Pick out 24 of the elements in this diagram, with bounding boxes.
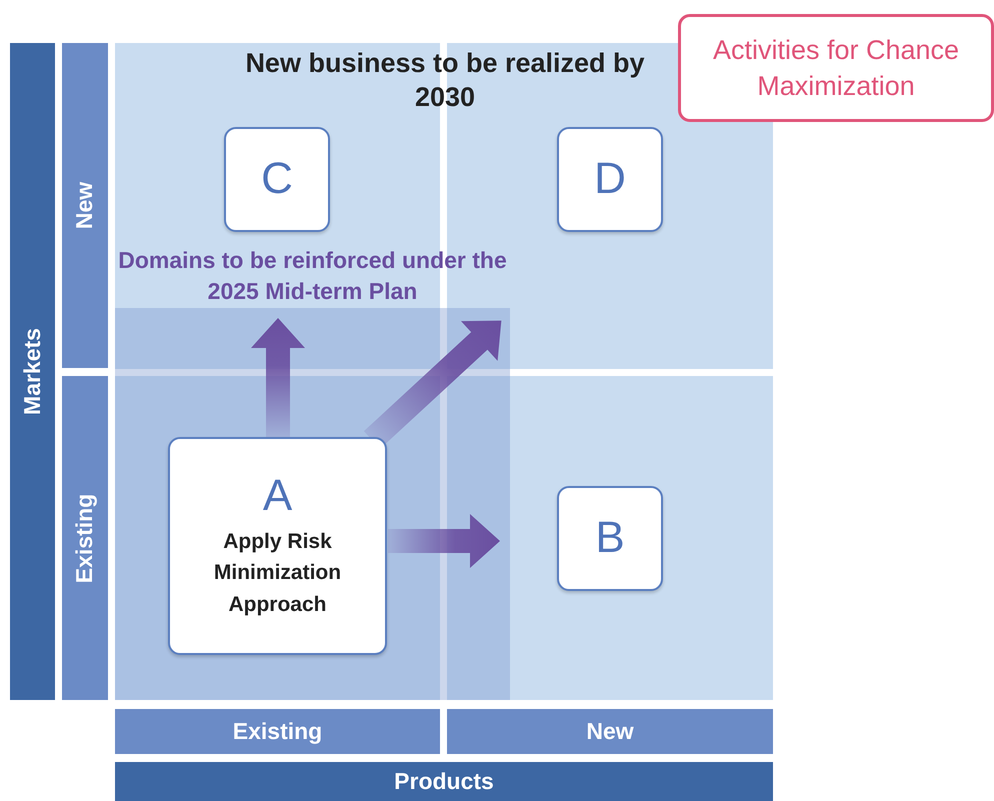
box-text: Apply Risk Minimization Approach (212, 528, 342, 618)
axis-label: Products (394, 768, 494, 795)
axis-bar (10, 43, 55, 700)
axis-label: Markets (19, 328, 46, 415)
axis-label: Existing (232, 718, 322, 745)
title: New business to be realized by 2030 (244, 47, 646, 114)
axis-bar (115, 762, 773, 801)
axis-bar (62, 376, 108, 700)
callout-box: Activities for Chance Maximization (678, 14, 994, 122)
axis-label: New (586, 718, 634, 745)
quadrant-box (557, 127, 663, 232)
quadrant-box (557, 486, 663, 591)
axis-bar (62, 43, 108, 368)
axis-label: New (72, 182, 98, 230)
quadrant-letter: C (261, 155, 293, 204)
quadrant-box (224, 127, 330, 232)
region-caption: Domains to be reinforced under the 2025 Mid-term Plan (117, 246, 508, 306)
quadrant-letter: B (595, 514, 625, 563)
quadrant-letter: D (594, 155, 626, 204)
axis-bar (447, 709, 773, 754)
quadrant-box (168, 437, 387, 655)
quadrant-letter: A (262, 472, 292, 520)
axis-bar (115, 709, 440, 754)
axis-label: Existing (72, 493, 98, 583)
